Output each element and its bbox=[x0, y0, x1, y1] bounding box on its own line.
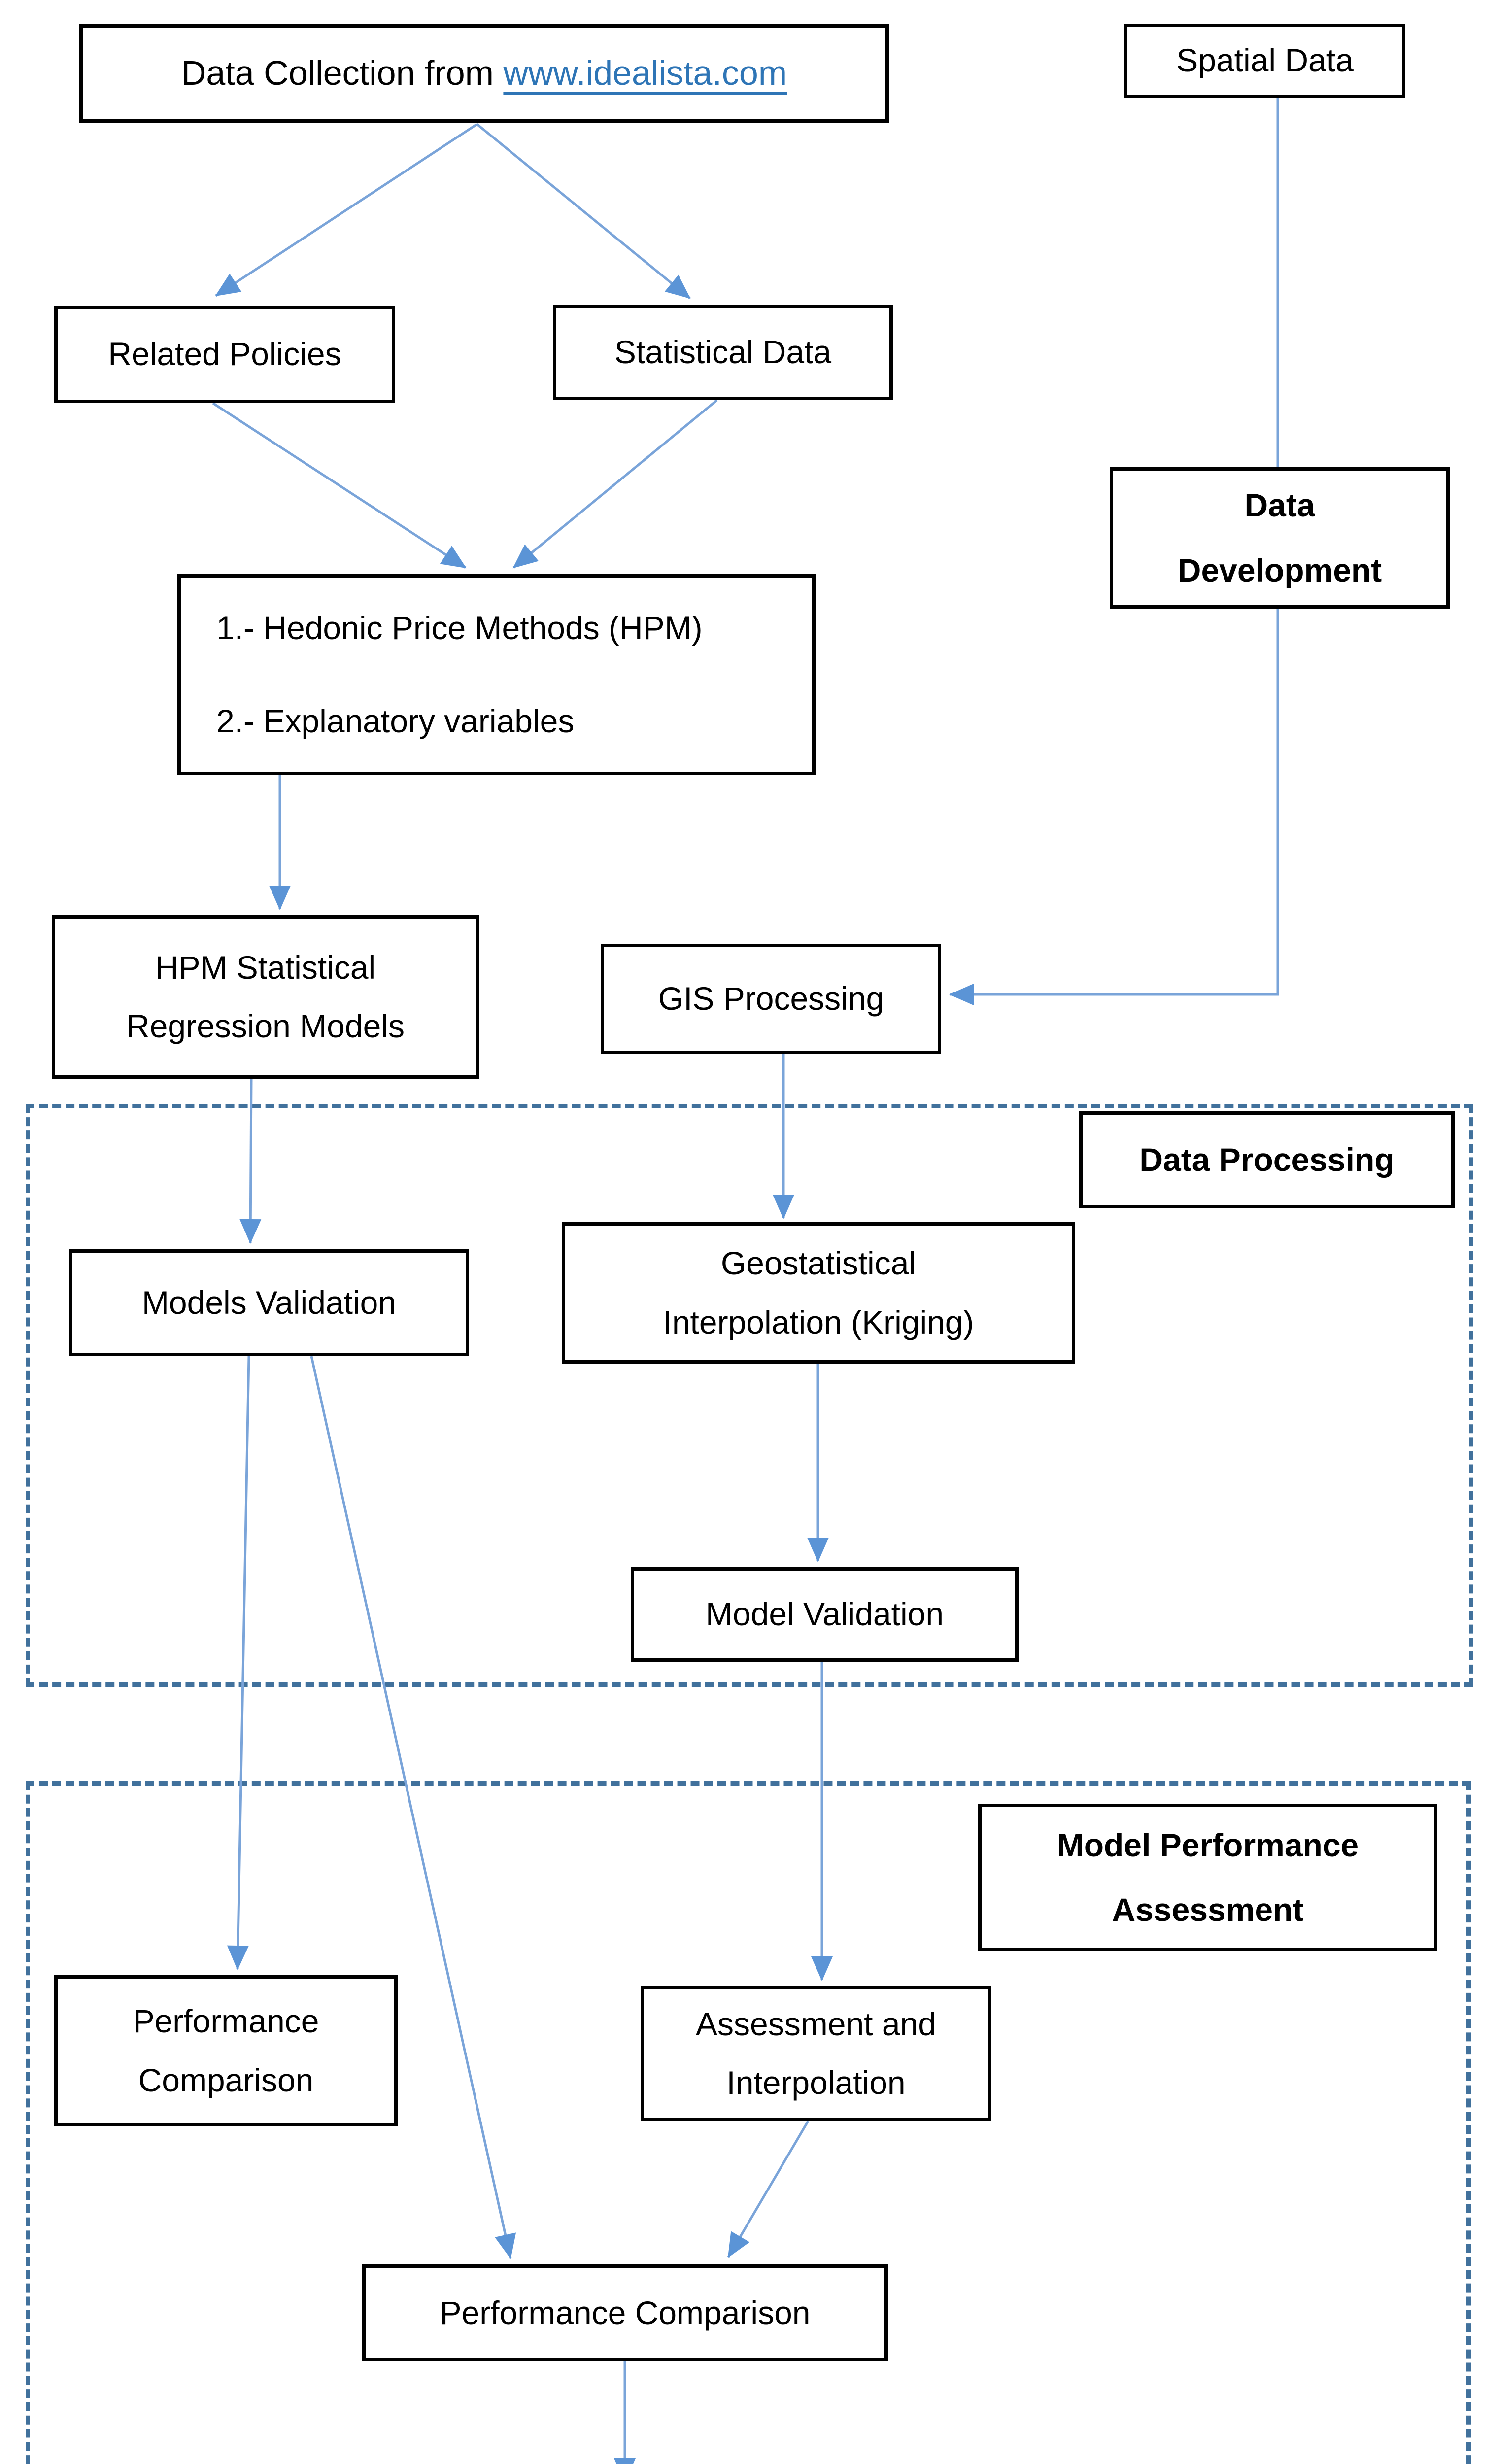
geostatistical-line1: Geostatistical bbox=[720, 1245, 917, 1282]
data-development-line2: Development bbox=[1177, 551, 1382, 588]
performance-comparison-left-line2: Comparison bbox=[138, 2061, 314, 2098]
node-data-development: Data Development bbox=[1110, 467, 1450, 609]
node-geostatistical-interpolation: Geostatistical Interpolation (Kriging) bbox=[562, 1222, 1075, 1364]
model-performance-assessment-region bbox=[26, 1781, 1471, 2464]
data-collection-text: Data Collection from bbox=[181, 54, 504, 93]
models-validation-label: Models Validation bbox=[141, 1284, 397, 1321]
spatial-data-label: Spatial Data bbox=[1176, 42, 1354, 79]
hpm-regression-line1: HPM Statistical bbox=[155, 949, 376, 986]
statistical-data-label: Statistical Data bbox=[614, 334, 832, 371]
node-hpm-regression: HPM Statistical Regression Models bbox=[52, 915, 479, 1079]
assessment-interpolation-line2: Interpolation bbox=[726, 2064, 906, 2101]
node-spatial-data: Spatial Data bbox=[1124, 24, 1405, 98]
node-performance-comparison-center: Performance Comparison bbox=[362, 2264, 888, 2361]
node-data-collection: Data Collection from www.idealista.com bbox=[79, 24, 889, 123]
gis-processing-label: GIS Processing bbox=[658, 980, 884, 1017]
arrow-relatedpolicies-to-methods bbox=[212, 402, 467, 569]
hpm-regression-line2: Regression Models bbox=[126, 1008, 405, 1044]
model-validation-label: Model Validation bbox=[705, 1596, 944, 1633]
node-related-policies: Related Policies bbox=[54, 306, 395, 403]
arrow-datacollection-to-statisticaldata bbox=[476, 123, 691, 299]
data-processing-label: Data Processing bbox=[1139, 1141, 1394, 1178]
node-assessment-interpolation: Assessment and Interpolation bbox=[641, 1986, 991, 2121]
methods-item-2: 2.- Explanatory variables bbox=[216, 703, 575, 739]
node-data-processing-label: Data Processing bbox=[1079, 1111, 1455, 1208]
methods-item-1: 1.- Hedonic Price Methods (HPM) bbox=[216, 609, 703, 646]
idealista-link[interactable]: www.idealista.com bbox=[503, 54, 787, 93]
related-policies-label: Related Policies bbox=[108, 336, 341, 373]
node-models-validation: Models Validation bbox=[69, 1249, 469, 1356]
node-methods-list: 1.- Hedonic Price Methods (HPM) 2.- Expl… bbox=[177, 574, 816, 775]
mpa-label-line2: Assessment bbox=[1112, 1891, 1304, 1928]
performance-comparison-left-line1: Performance bbox=[133, 2003, 319, 2040]
mpa-label-line1: Model Performance bbox=[1056, 1826, 1359, 1863]
node-performance-comparison-left: Performance Comparison bbox=[54, 1975, 398, 2126]
assessment-interpolation-line1: Assessment and bbox=[696, 2005, 936, 2042]
geostatistical-line2: Interpolation (Kriging) bbox=[663, 1303, 974, 1340]
performance-comparison-center-label: Performance Comparison bbox=[440, 2294, 811, 2331]
node-model-validation: Model Validation bbox=[631, 1567, 1019, 1662]
node-gis-processing: GIS Processing bbox=[601, 944, 941, 1054]
arrow-statisticaldata-to-methods bbox=[512, 399, 718, 569]
data-development-line1: Data bbox=[1244, 487, 1315, 524]
data-processing-region bbox=[26, 1104, 1473, 1687]
arrow-datacollection-to-relatedpolicies bbox=[215, 123, 478, 297]
node-model-performance-assessment-label: Model Performance Assessment bbox=[978, 1804, 1437, 1951]
node-statistical-data: Statistical Data bbox=[553, 305, 893, 400]
